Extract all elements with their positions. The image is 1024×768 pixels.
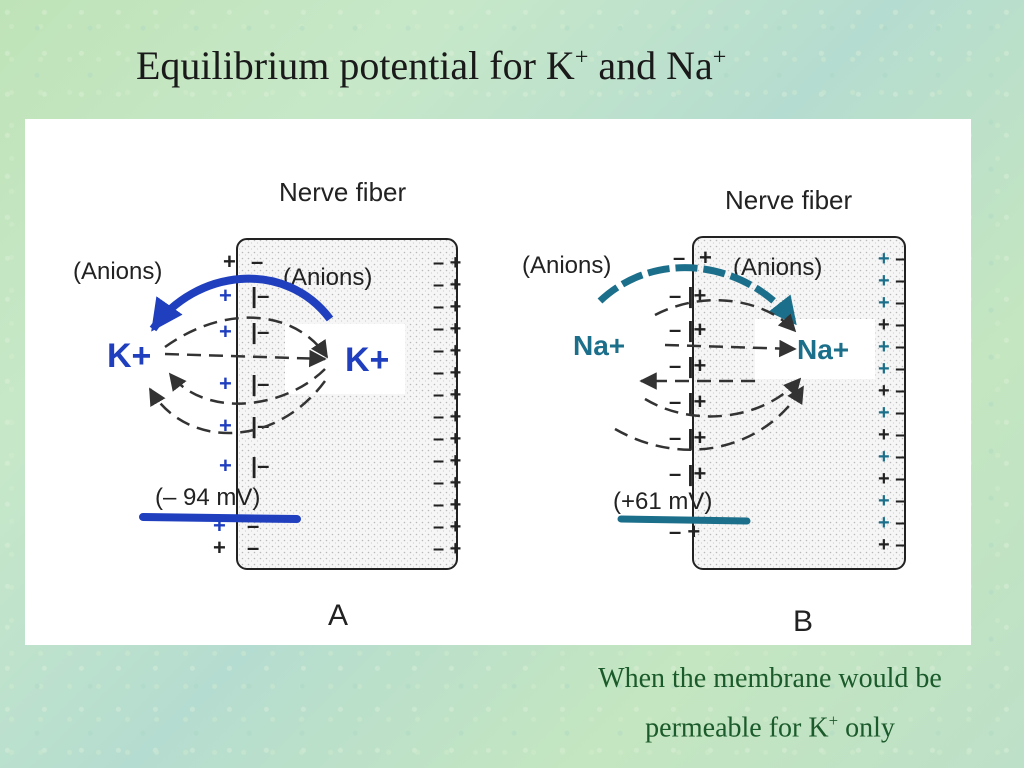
svg-text:|–: |–	[251, 453, 269, 478]
letter-b: B	[793, 605, 813, 638]
svg-text:+: +	[213, 535, 226, 560]
svg-text:|–: |–	[251, 283, 269, 308]
svg-text:+ –: + –	[878, 512, 906, 534]
dashed-arrow-b1	[654, 298, 797, 333]
svg-text:+ –: + –	[878, 358, 906, 380]
svg-text:– +: – +	[433, 362, 461, 384]
svg-text:+: +	[219, 319, 232, 344]
anions-left-a: (Anions)	[73, 258, 162, 285]
caption-line-1: When the membrane would be	[598, 663, 942, 694]
svg-text:+: +	[219, 283, 232, 308]
caption-line-2: permeable for K+ only	[645, 711, 895, 744]
svg-text:– |+: – |+	[669, 461, 706, 486]
dashed-arrow-b5	[614, 385, 805, 451]
svg-text:– |+: – |+	[669, 317, 706, 342]
svg-text:– +: – +	[433, 384, 461, 406]
svg-text:–: –	[247, 535, 259, 560]
potential-underline-b	[617, 515, 751, 525]
svg-text:– +: – +	[433, 296, 461, 318]
svg-text:+ –: + –	[878, 402, 906, 424]
svg-text:+ –: + –	[878, 534, 906, 556]
potential-underline-a	[139, 513, 301, 523]
svg-text:– |+: – |+	[669, 353, 706, 378]
svg-text:– +: – +	[433, 252, 461, 274]
svg-text:+: +	[219, 371, 232, 396]
svg-text:+ –: + –	[878, 424, 906, 446]
svg-text:+ –: + –	[878, 380, 906, 402]
svg-text:– +: – +	[433, 538, 461, 560]
slide-title: Equilibrium potential for K+ and Na+	[136, 43, 727, 88]
svg-text:|–: |–	[251, 319, 269, 344]
outer-charges-a: – +– +– + – +– +– + – +– +– + – +– +– + …	[433, 252, 461, 560]
panel-a: Nerve fiber (Anions) (Anions) +– +|– +|–…	[73, 177, 461, 632]
svg-text:– +: – +	[433, 274, 461, 296]
svg-text:– |+: – |+	[669, 389, 706, 414]
svg-text:+ –: + –	[878, 446, 906, 468]
svg-text:+ –: + –	[878, 490, 906, 512]
fiber-label-b: Nerve fiber	[725, 185, 852, 215]
outer-charges-b: + – + – + – + – + – + – + – + – + – + – …	[878, 248, 906, 556]
svg-text:+: +	[699, 245, 712, 270]
svg-text:+ –: + –	[878, 336, 906, 358]
svg-text:– +: – +	[433, 340, 461, 362]
potential-b: (+61 mV)	[613, 488, 712, 515]
anions-left-b: (Anions)	[522, 252, 611, 279]
diagram-panel: Nerve fiber (Anions) (Anions) +– +|– +|–…	[25, 119, 971, 645]
letter-a: A	[328, 599, 348, 632]
svg-text:– +: – +	[433, 450, 461, 472]
anions-right-b: (Anions)	[733, 254, 822, 281]
svg-text:|–: |–	[251, 413, 269, 438]
svg-text:+ –: + –	[878, 248, 906, 270]
diagram-svg: Nerve fiber (Anions) (Anions) +– +|– +|–…	[73, 177, 906, 638]
svg-text:|–: |–	[251, 371, 269, 396]
dashed-arrow-a3	[168, 368, 326, 405]
dashed-arrow-a4	[148, 380, 327, 435]
svg-text:– +: – +	[433, 516, 461, 538]
ion-right-b: Na+	[797, 334, 849, 365]
svg-text:– +: – +	[433, 318, 461, 340]
svg-text:– +: – +	[433, 406, 461, 428]
potential-a: (– 94 mV)	[155, 484, 260, 511]
svg-text:+: +	[219, 453, 232, 478]
svg-text:+ –: + –	[878, 314, 906, 336]
caption: When the membrane would be permeable for…	[540, 658, 1000, 749]
ion-left-b: Na+	[573, 330, 625, 361]
svg-text:+ –: + –	[878, 468, 906, 490]
svg-text:+ –: + –	[878, 270, 906, 292]
svg-text:– +: – +	[433, 472, 461, 494]
ion-left-a: K+	[107, 337, 151, 375]
svg-text:+ –: + –	[878, 292, 906, 314]
svg-text:–: –	[673, 245, 685, 270]
membrane-charges-a: +– +|– +|– +|– +|– +|– +– +–	[213, 249, 269, 560]
dashed-arrow-a2	[164, 349, 327, 368]
panel-b: Nerve fiber (Anions) (Anions) –+ – |+ – …	[522, 185, 906, 638]
svg-text:– +: – +	[433, 428, 461, 450]
svg-text:– |+: – |+	[669, 425, 706, 450]
svg-text:+: +	[223, 249, 236, 274]
fiber-label-a: Nerve fiber	[279, 177, 406, 207]
ion-right-a: K+	[345, 341, 389, 379]
svg-text:– +: – +	[433, 494, 461, 516]
dashed-arrow-a1	[164, 316, 329, 359]
ion-flow-arrow-top-a	[149, 274, 334, 332]
svg-text:–: –	[251, 249, 263, 274]
